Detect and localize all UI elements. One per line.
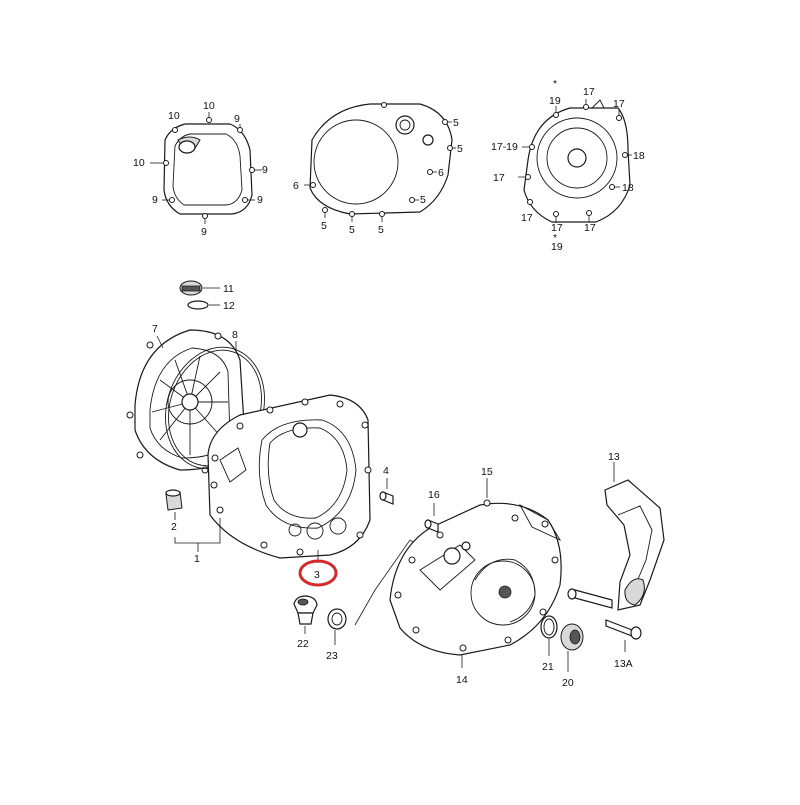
label-gasket-left-7: 9 — [201, 226, 207, 238]
label-gasket-mid-4: 6 — [438, 167, 444, 179]
label-gasket-right-9: 17 — [584, 222, 596, 234]
gasket-clutch-inner — [304, 102, 456, 222]
label-21: 21 — [542, 661, 554, 673]
plug-20 — [560, 623, 584, 672]
label-gasket-mid-7: 5 — [378, 224, 384, 236]
label-gasket-left-5: 9 — [152, 194, 158, 206]
gasket-clutch-outer — [150, 112, 262, 224]
label-3: 3 — [314, 569, 320, 581]
clutch-cover-assembly — [207, 394, 372, 559]
label-1: 1 — [194, 553, 200, 565]
label-22: 22 — [297, 638, 309, 650]
cover-ribs — [151, 355, 228, 455]
label-gasket-right-5: 17 — [493, 172, 505, 184]
label-gasket-right-7: 17 — [521, 212, 533, 224]
assembly-1-bracket — [174, 518, 221, 552]
cap-o-ring — [187, 300, 220, 310]
sprocket-guard — [567, 462, 665, 611]
label-gasket-right-1: 19 — [549, 95, 561, 107]
asterisk-bottom: * — [553, 232, 557, 244]
label-2: 2 — [171, 521, 177, 533]
label-gasket-left-3: 10 — [133, 157, 145, 169]
label-gasket-mid-1: 5 — [457, 143, 463, 155]
label-gasket-mid-3: 5 — [420, 194, 426, 206]
label-gasket-right-0: 17 — [583, 86, 595, 98]
label-20: 20 — [562, 677, 574, 689]
label-gasket-right-4: 18 — [633, 150, 645, 162]
label-12: 12 — [223, 300, 235, 312]
label-4: 4 — [383, 465, 389, 477]
label-7: 7 — [152, 323, 158, 335]
label-23: 23 — [326, 650, 338, 662]
label-15: 15 — [481, 466, 493, 478]
oil-filler-cap — [179, 280, 220, 296]
label-gasket-left-2: 9 — [234, 113, 240, 125]
dowel-pin-4 — [379, 478, 394, 505]
label-14: 14 — [456, 674, 468, 686]
label-gasket-mid-0: 5 — [453, 117, 459, 129]
dowel-pin-16 — [424, 503, 439, 533]
label-13: 13 — [608, 451, 620, 463]
label-gasket-left-0: 10 — [168, 110, 180, 122]
label-13a: 13A — [614, 658, 633, 670]
label-gasket-right-8: 17 — [551, 222, 563, 234]
label-16: 16 — [428, 489, 440, 501]
label-gasket-right-3: 17-19 — [491, 141, 518, 153]
label-gasket-mid-5: 5 — [321, 220, 327, 232]
bolt-13a — [605, 619, 642, 652]
label-11: 11 — [223, 283, 234, 295]
label-gasket-right-2: 17 — [613, 98, 625, 110]
gasket-generator — [518, 99, 632, 223]
part-2-bushing — [165, 489, 183, 520]
asterisk-top: * — [553, 78, 557, 90]
label-gasket-mid-2: 6 — [293, 180, 299, 192]
label-gasket-right-6: 18 — [622, 182, 634, 194]
generator-cover — [389, 478, 562, 668]
label-8: 8 — [232, 329, 238, 341]
part-3-highlight-ring — [298, 559, 338, 587]
washer-23 — [327, 608, 347, 645]
drain-plug-22 — [293, 595, 318, 634]
label-gasket-right-10: 19 — [551, 241, 563, 253]
label-gasket-left-4: 9 — [262, 164, 268, 176]
label-gasket-mid-6: 5 — [349, 224, 355, 236]
label-gasket-left-6: 9 — [257, 194, 263, 206]
label-gasket-left-1: 10 — [203, 100, 215, 112]
o-ring-21 — [540, 615, 558, 656]
